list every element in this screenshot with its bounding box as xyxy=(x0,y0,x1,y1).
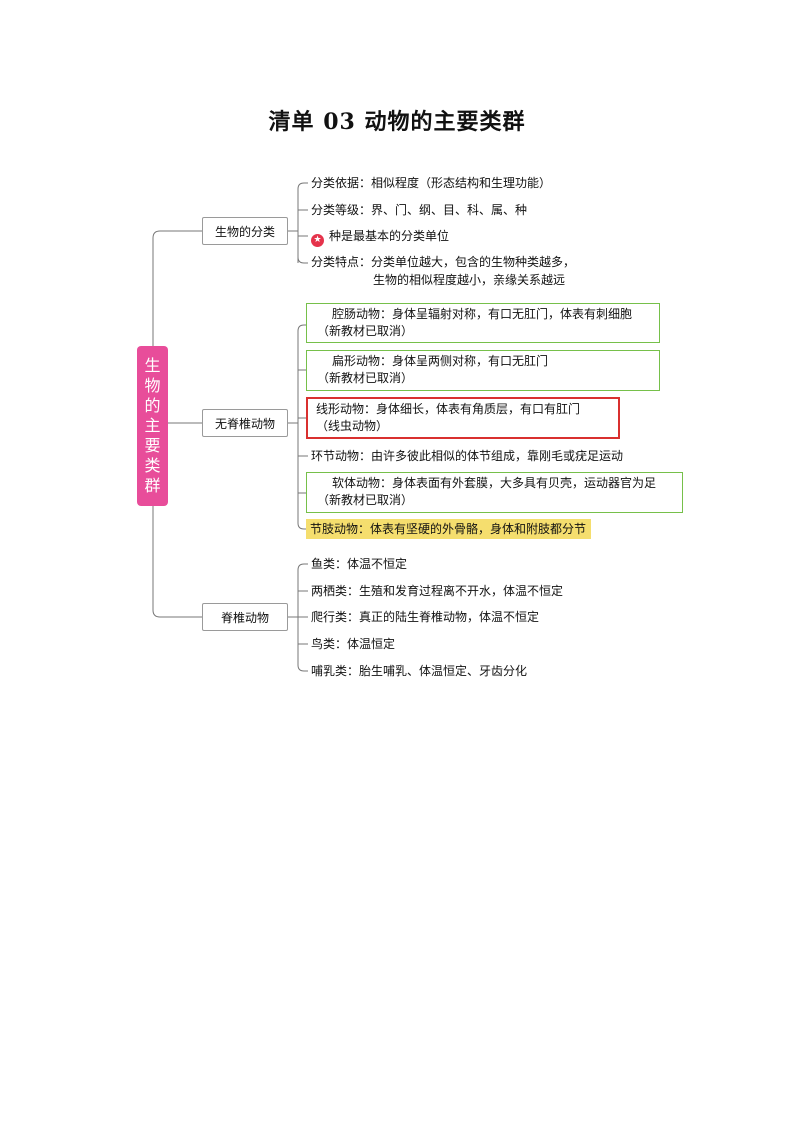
branch-vertebrates: 脊椎动物 xyxy=(202,603,288,631)
leaf-reptiles: 爬行类：真正的陆生脊椎动物，体温不恒定 xyxy=(311,610,540,624)
star-icon: ★ xyxy=(311,234,324,247)
leaf-classification-levels: 分类等级：界、门、纲、目、科、属、种 xyxy=(311,203,528,217)
branch-invertebrates: 无脊椎动物 xyxy=(202,409,288,437)
leaf-annelids: 环节动物：由许多彼此相似的体节组成，靠刚毛或疣足运动 xyxy=(311,449,624,463)
root-node: 生物的主要类群 xyxy=(137,346,168,506)
leaf-arthropods: 节肢动物：体表有坚硬的外骨骼，身体和附肢都分节 xyxy=(306,519,592,539)
leaf-amphibians: 两栖类：生殖和发育过程离不开水，体温不恒定 xyxy=(311,584,564,598)
page-title: 清单 03 动物的主要类群 xyxy=(268,109,526,135)
leaf-roundworms: 线形动物：身体细长，体表有角质层，有口有肛门 （线虫动物） xyxy=(306,397,620,439)
leaf-flatworms: 扁形动物：身体呈两侧对称，有口无肛门 （新教材已取消） xyxy=(306,350,660,391)
branch-classification: 生物的分类 xyxy=(202,217,288,245)
leaf-mollusks: 软体动物：身体表面有外套膜，大多具有贝壳，运动器官为足 （新教材已取消） xyxy=(306,472,683,513)
leaf-coelenterates: 腔肠动物：身体呈辐射对称，有口无肛门，体表有刺细胞 （新教材已取消） xyxy=(306,303,660,343)
leaf-mammals: 哺乳类：胎生哺乳、体温恒定、牙齿分化 xyxy=(311,664,528,678)
leaf-fish: 鱼类：体温不恒定 xyxy=(311,557,408,571)
leaf-birds: 鸟类：体温恒定 xyxy=(311,637,396,651)
leaf-basic-unit: ★种是最基本的分类单位 xyxy=(311,227,449,247)
leaf-classification-basis: 分类依据：相似程度（形态结构和生理功能） xyxy=(311,176,552,190)
leaf-classification-features: 分类特点：分类单位越大，包含的生物种类越多， 生物的相似程度越小，亲缘关系越远 xyxy=(311,255,576,287)
